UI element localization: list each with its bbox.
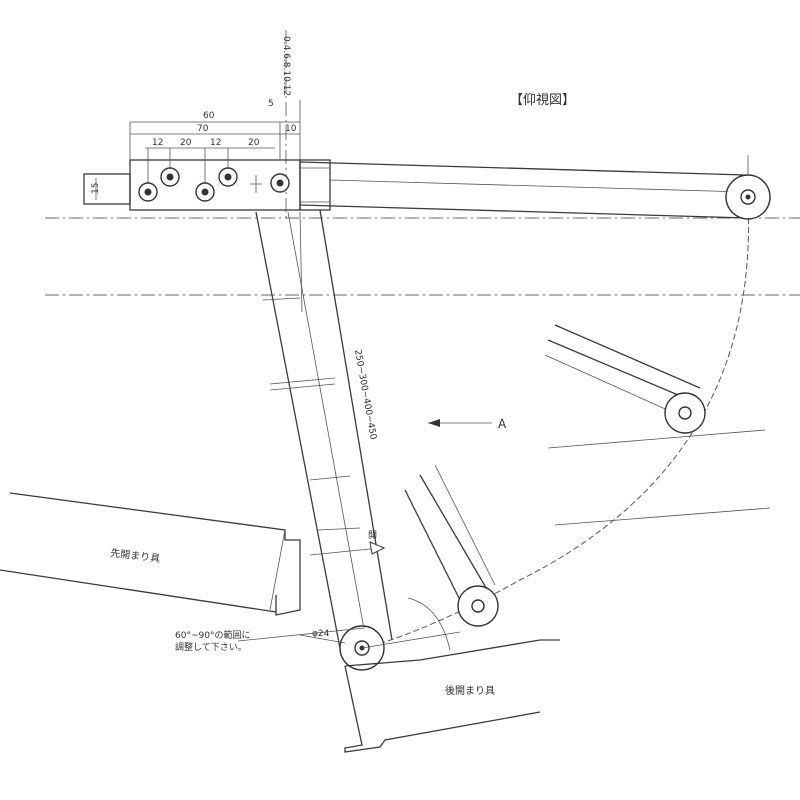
dim-spacing-4: 20 [248,138,260,148]
direction-arrow [309,541,386,556]
dim-spacing-1: 12 [152,138,163,148]
dim-width: 70 [197,124,209,134]
rear-frame-label: 後開まり具 [445,684,495,697]
dim-small-top: 5 [268,99,274,109]
note-leader [237,627,366,644]
upper-arm [299,155,771,220]
arm-position-mid [544,324,706,434]
front-frame [0,492,301,616]
rear-frame [344,639,560,753]
dim-spacing-3: 12 [210,138,221,148]
dim-overall: 60 [203,111,215,121]
dim-vertical-series: 0.4.6.8.10.12 [281,36,291,96]
arm-position-low [404,464,499,627]
dim-height: 15 [91,183,101,194]
dim-spacing-2: 20 [180,138,192,148]
angle-note-line-2: 調整して下さい。 [175,641,247,653]
angle-arc [407,597,451,651]
front-frame-label: 先開まり具 [110,547,161,565]
swing-arc [364,199,750,649]
centerlines [45,30,800,526]
angle-note-line-1: 60°~90°の範囲に [175,629,250,641]
direction-mark: 開 [368,530,377,541]
view-arrow-label: A [498,417,507,431]
dim-left-end: 10 [285,124,297,134]
view-arrow [428,419,492,427]
diameter-label: φ24 [312,629,330,639]
view-title: 【仰視図】 [510,93,575,108]
mounting-holes [138,167,290,202]
